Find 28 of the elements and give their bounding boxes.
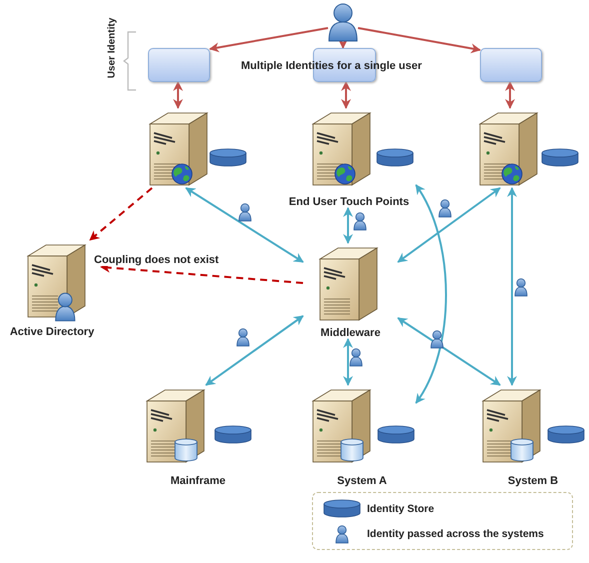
arrow xyxy=(205,315,304,386)
arrow xyxy=(505,81,515,109)
arrow xyxy=(173,81,183,109)
arrow xyxy=(507,187,517,386)
axis-label: User Identity xyxy=(106,18,118,78)
arrow xyxy=(415,184,447,404)
legend-label: Identity passed across the systems xyxy=(367,528,544,540)
arrow xyxy=(397,187,501,263)
arrow xyxy=(185,187,304,263)
arrow xyxy=(343,207,353,244)
node-label: Middleware xyxy=(320,327,382,339)
node-label: Mainframe xyxy=(169,475,227,487)
arrow xyxy=(209,27,328,52)
legend-label: Identity Store xyxy=(367,503,434,515)
arrow xyxy=(343,338,353,386)
arrow xyxy=(358,27,481,54)
arrow xyxy=(341,81,351,109)
node-label: Active Directory xyxy=(8,326,96,338)
identity-box xyxy=(480,48,542,82)
node-label: End User Touch Points xyxy=(288,196,410,208)
arrow xyxy=(397,317,501,386)
caption-label: Multiple Identities for a single user xyxy=(241,60,422,72)
node-label: System B xyxy=(506,475,560,487)
edge-label: Coupling does not exist xyxy=(92,254,221,266)
dashed-arrow xyxy=(89,187,153,241)
node-label: System A xyxy=(336,475,388,487)
identity-box xyxy=(148,48,210,82)
arrow xyxy=(338,39,348,49)
